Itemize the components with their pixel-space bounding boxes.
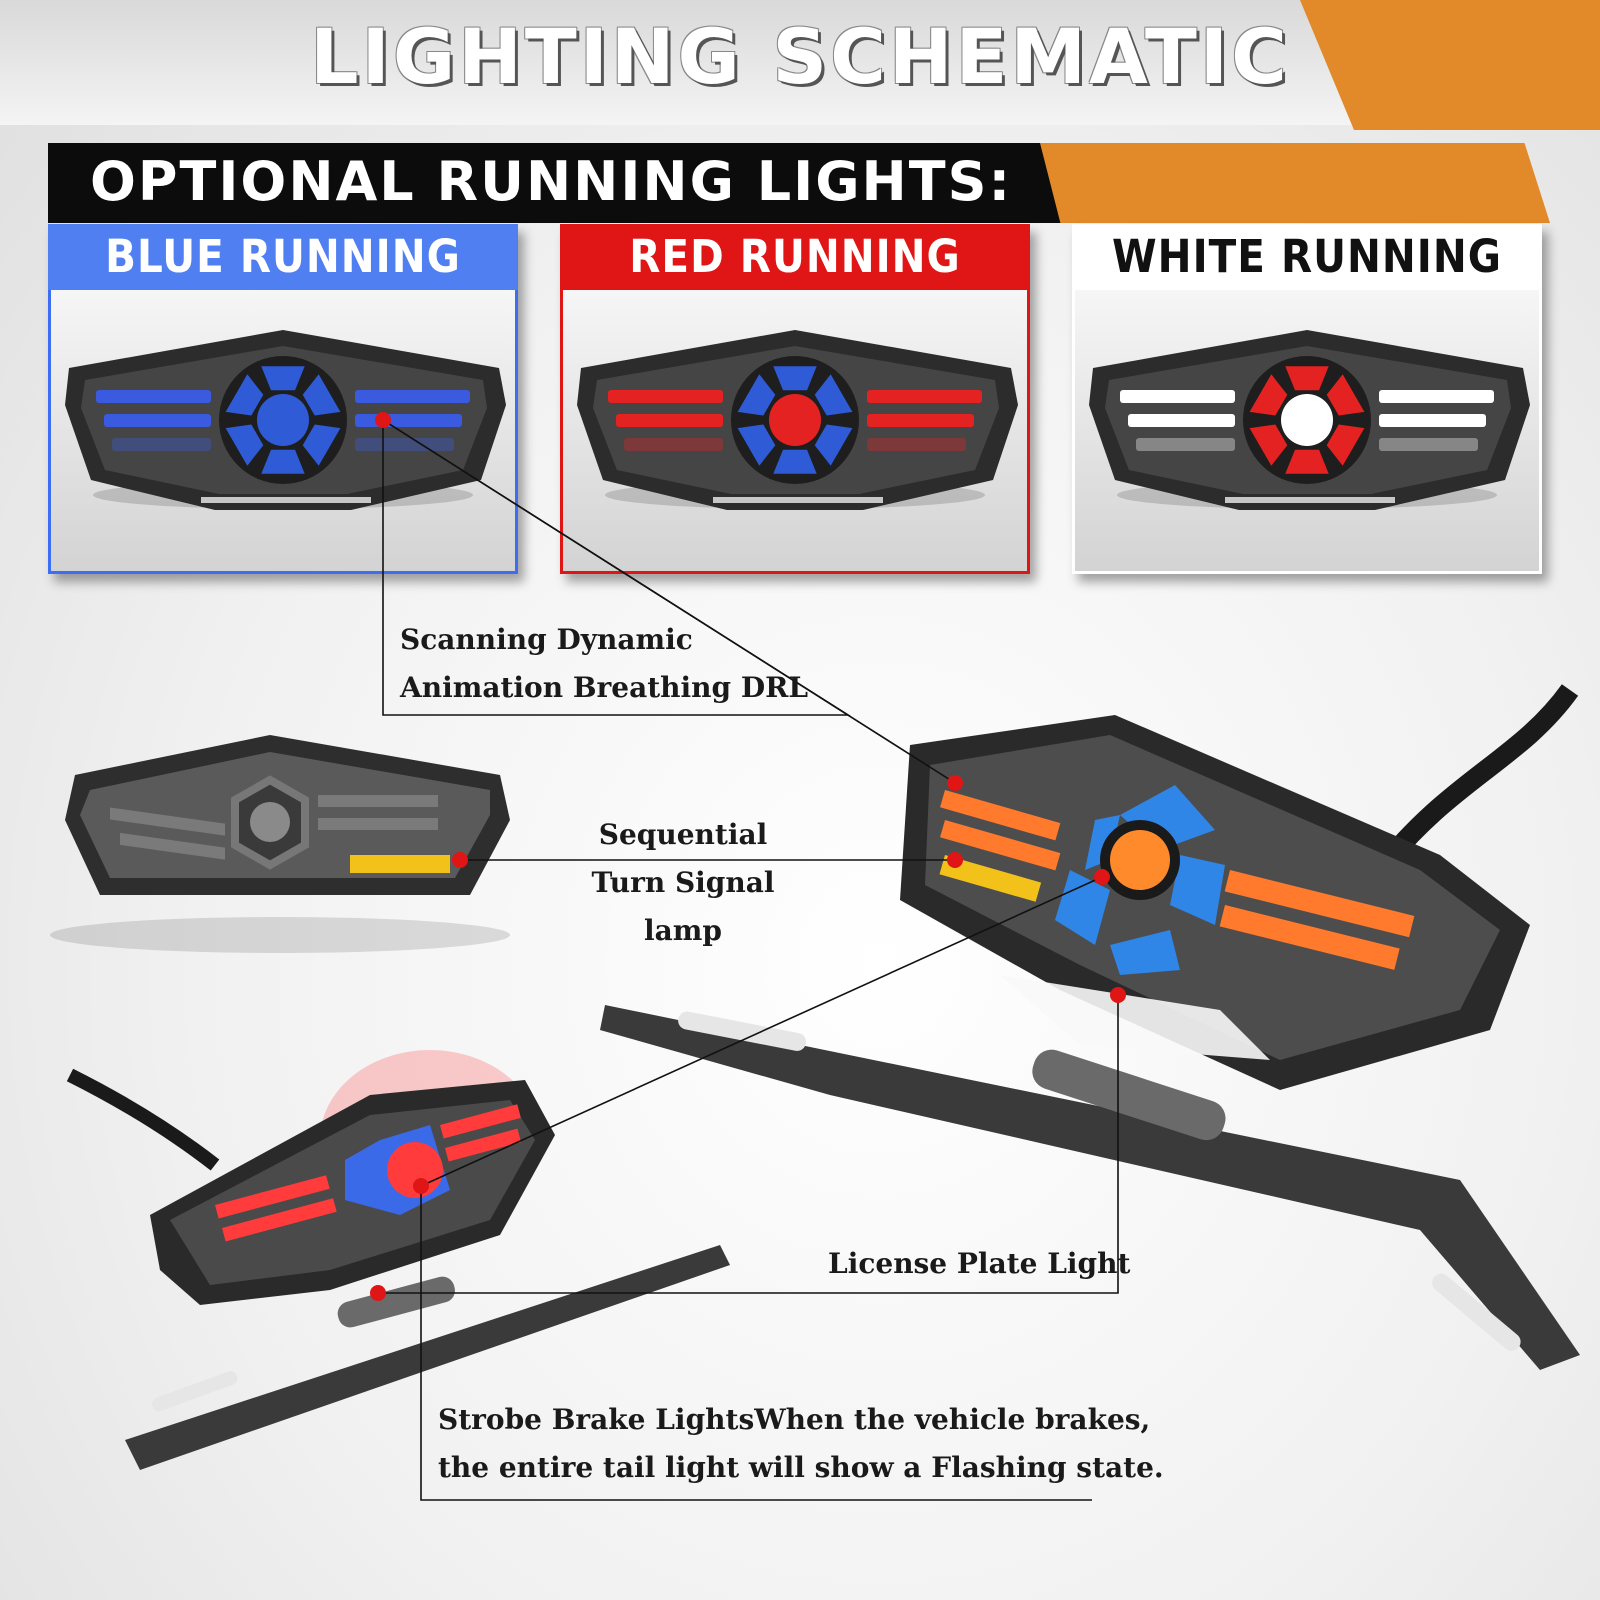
callout-drl: Scanning Dynamic Animation Breathing DRL [400, 616, 808, 712]
panel-white-running-light: WHITE RUNNING LIGHT [1072, 224, 1542, 574]
title-accent [1300, 0, 1600, 130]
marker-dots [370, 412, 1126, 1301]
main-lamp-icon [600, 684, 1580, 1370]
section-bar-accent [1040, 143, 1550, 223]
section-title: OPTIONAL RUNNING LIGHTS: [90, 150, 1013, 213]
callout-brake-line1: Strobe Brake LightsWhen the vehicle brak… [438, 1403, 1151, 1436]
callout-turn-line2: Turn Signal lamp [591, 866, 775, 947]
callout-drl-line1: Scanning Dynamic [400, 623, 693, 656]
callout-brake-line2: the entire tail light will show a Flashi… [438, 1451, 1164, 1484]
panel-body [51, 290, 515, 571]
callout-brake: Strobe Brake LightsWhen the vehicle brak… [438, 1396, 1164, 1492]
lamp-red-icon [577, 330, 1018, 510]
callout-license-plate: License Plate Light [828, 1247, 1131, 1280]
panel-body [1075, 290, 1539, 571]
lamp-blue-icon [65, 330, 506, 510]
lamp-white-icon [1089, 330, 1530, 510]
callout-turn-signal: Sequential Turn Signal lamp [558, 811, 808, 955]
turn-signal-lamp-icon [50, 735, 510, 953]
brake-lamp-icon [66, 1050, 730, 1470]
panel-label: WHITE RUNNING LIGHT [1072, 224, 1542, 349]
callout-drl-line2: Animation Breathing DRL [400, 671, 809, 704]
leader-lines [378, 419, 1119, 1501]
panel-blue-running-light: BLUE RUNNING LIGHT [48, 224, 518, 574]
section-bar [48, 143, 1098, 223]
page-title: LIGHTING SCHEMATIC [310, 12, 1290, 101]
panel-body [563, 290, 1027, 571]
panel-red-running-light: RED RUNNING LIGHT [560, 224, 1030, 574]
title-header: LIGHTING SCHEMATIC [0, 0, 1600, 130]
callout-turn-line1: Sequential [598, 818, 768, 851]
